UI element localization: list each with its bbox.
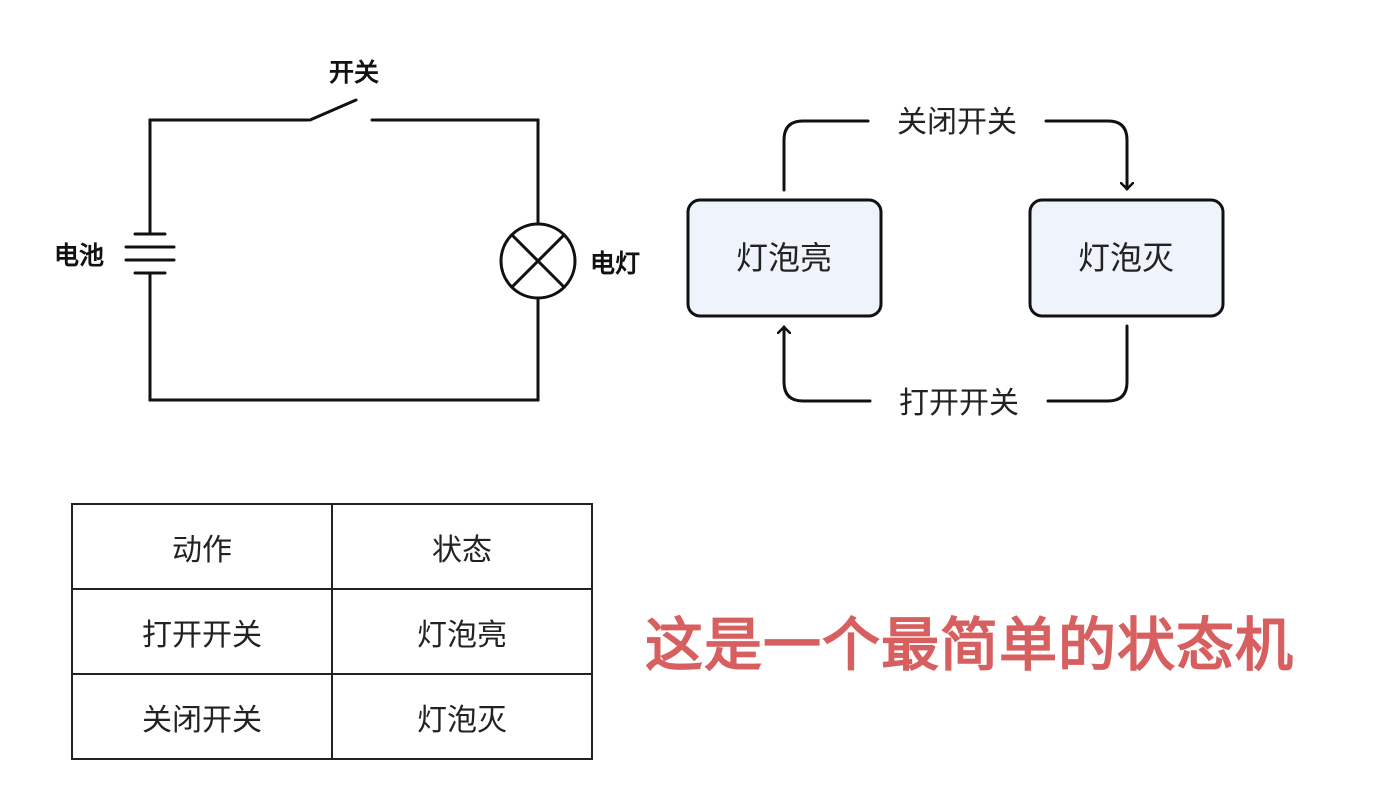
table-header-cell: 状态 bbox=[331, 503, 593, 590]
state-node-on-label: 灯泡亮 bbox=[736, 239, 832, 277]
state-node-off-box bbox=[1028, 198, 1225, 318]
switch-label: 开关 bbox=[329, 58, 379, 87]
lamp-label: 电灯 bbox=[590, 249, 640, 278]
table-row: 关闭开关 灯泡灭 bbox=[71, 673, 593, 760]
transition-open-switch-left-edge bbox=[784, 327, 872, 403]
circuit-wire-bottom bbox=[148, 271, 540, 402]
switch-lever bbox=[308, 98, 358, 122]
table-cell: 灯泡灭 bbox=[331, 673, 593, 760]
table-header-cell: 动作 bbox=[71, 503, 333, 590]
transition-open-switch-label: 打开开关 bbox=[899, 386, 1019, 421]
transition-close-switch bbox=[782, 119, 1127, 192]
circuit-wire-top-left bbox=[148, 118, 310, 233]
lamp-icon bbox=[499, 222, 577, 300]
state-node-on-box bbox=[686, 198, 883, 318]
state-node-off-label: 灯泡灭 bbox=[1078, 239, 1174, 277]
transition-open-switch-right-edge bbox=[1046, 324, 1129, 403]
state-node-off: 灯泡灭 bbox=[1028, 198, 1225, 318]
table-row: 打开开关 灯泡亮 bbox=[71, 588, 593, 675]
table-cell: 关闭开关 bbox=[71, 673, 333, 760]
table-cell: 灯泡亮 bbox=[331, 588, 593, 675]
table-header-row: 动作 状态 bbox=[71, 503, 593, 590]
transition-close-switch-label: 关闭开关 bbox=[897, 105, 1017, 140]
battery-icon bbox=[124, 229, 176, 275]
transition-close-switch-right-edge bbox=[1044, 119, 1127, 189]
transition-open-switch bbox=[784, 324, 1129, 403]
transition-close-switch-left-edge bbox=[782, 119, 870, 192]
circuit-wire-top-right bbox=[370, 118, 540, 226]
headline-text: 这是一个最简单的状态机 bbox=[645, 611, 1295, 679]
table-cell: 打开开关 bbox=[71, 588, 333, 675]
state-node-on: 灯泡亮 bbox=[686, 198, 883, 318]
circuit-diagram bbox=[124, 98, 577, 402]
battery-label: 电池 bbox=[54, 241, 104, 270]
state-table: 动作 状态 打开开关 灯泡亮 关闭开关 灯泡灭 bbox=[71, 503, 593, 760]
